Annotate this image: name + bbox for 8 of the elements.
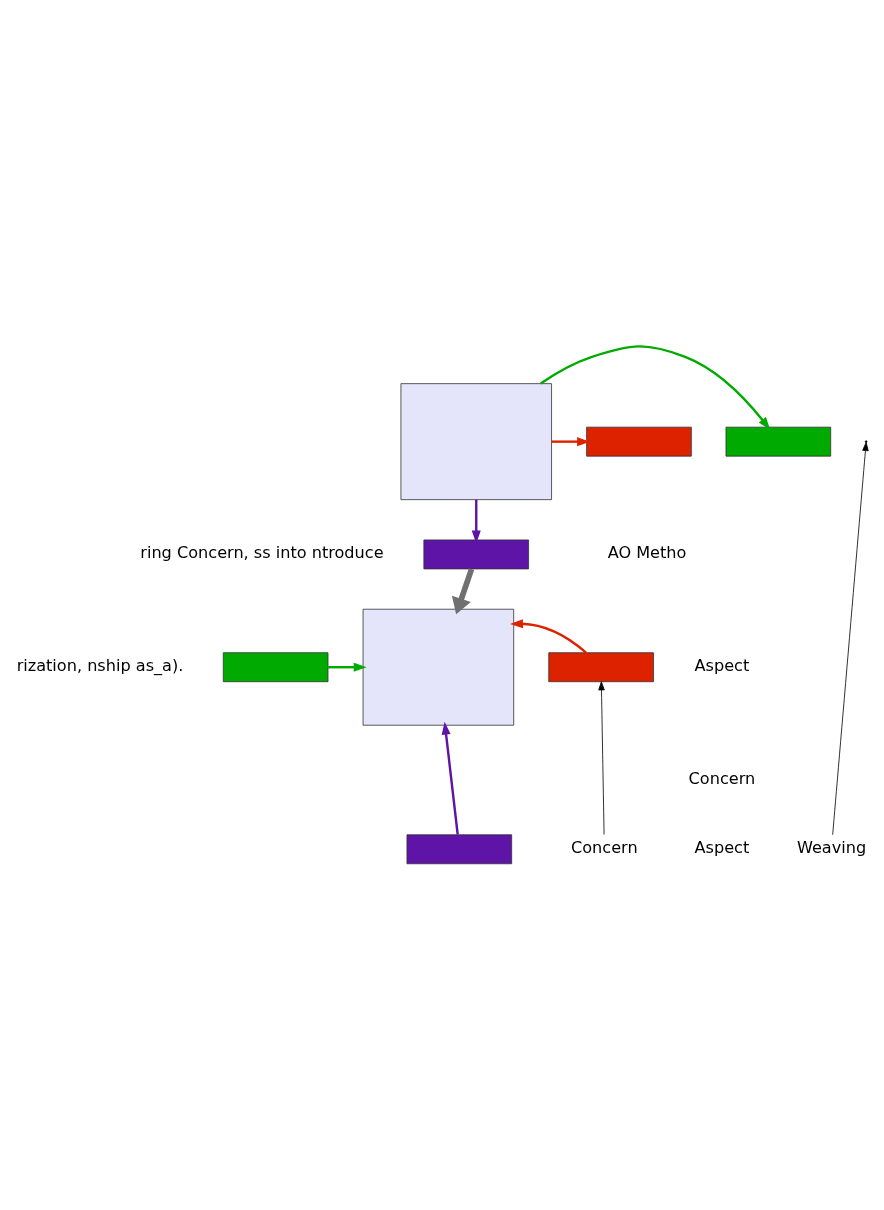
label: Aspect [694,656,750,676]
node-text: Weaving [796,838,867,858]
label: Concern [688,769,756,789]
label: ring Concern, ss into ntroduce [140,543,384,563]
label: rization, nship as_a). [16,656,184,676]
label: AO Metho [607,543,687,563]
label: Aspect [694,838,750,858]
node-text: Concern [571,838,638,858]
